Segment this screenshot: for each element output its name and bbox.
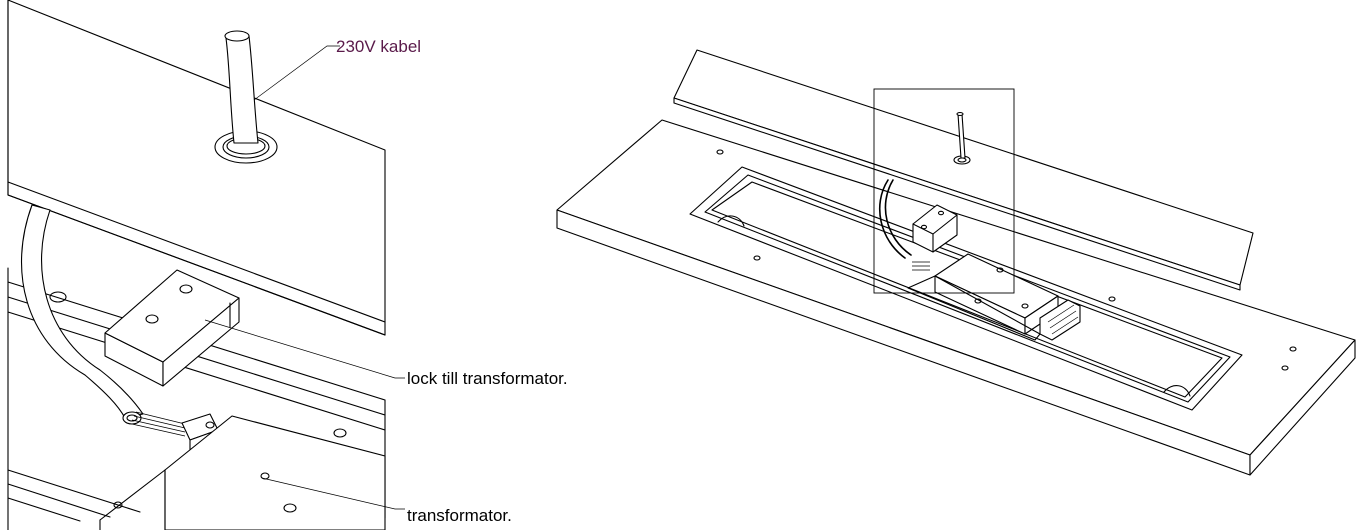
overview-transformer	[907, 253, 1081, 341]
detail-view	[7, 0, 386, 530]
leader-lines	[204, 45, 405, 510]
label-transformer-cover: lock till transformator.	[407, 369, 568, 388]
overview-view	[556, 49, 1356, 476]
cable-upper	[224, 30, 259, 144]
label-230v-cable: 230V kabel	[336, 37, 421, 56]
detail-frame	[873, 88, 1015, 294]
transformer	[99, 413, 386, 530]
overview-cable	[879, 179, 958, 259]
recess-channel	[689, 166, 1243, 411]
cable-lower	[21, 204, 186, 437]
cover-bracket	[104, 269, 240, 387]
top-plate	[7, 0, 386, 336]
label-transformer: transformator.	[407, 506, 512, 525]
overview-top-plate	[673, 49, 1254, 291]
